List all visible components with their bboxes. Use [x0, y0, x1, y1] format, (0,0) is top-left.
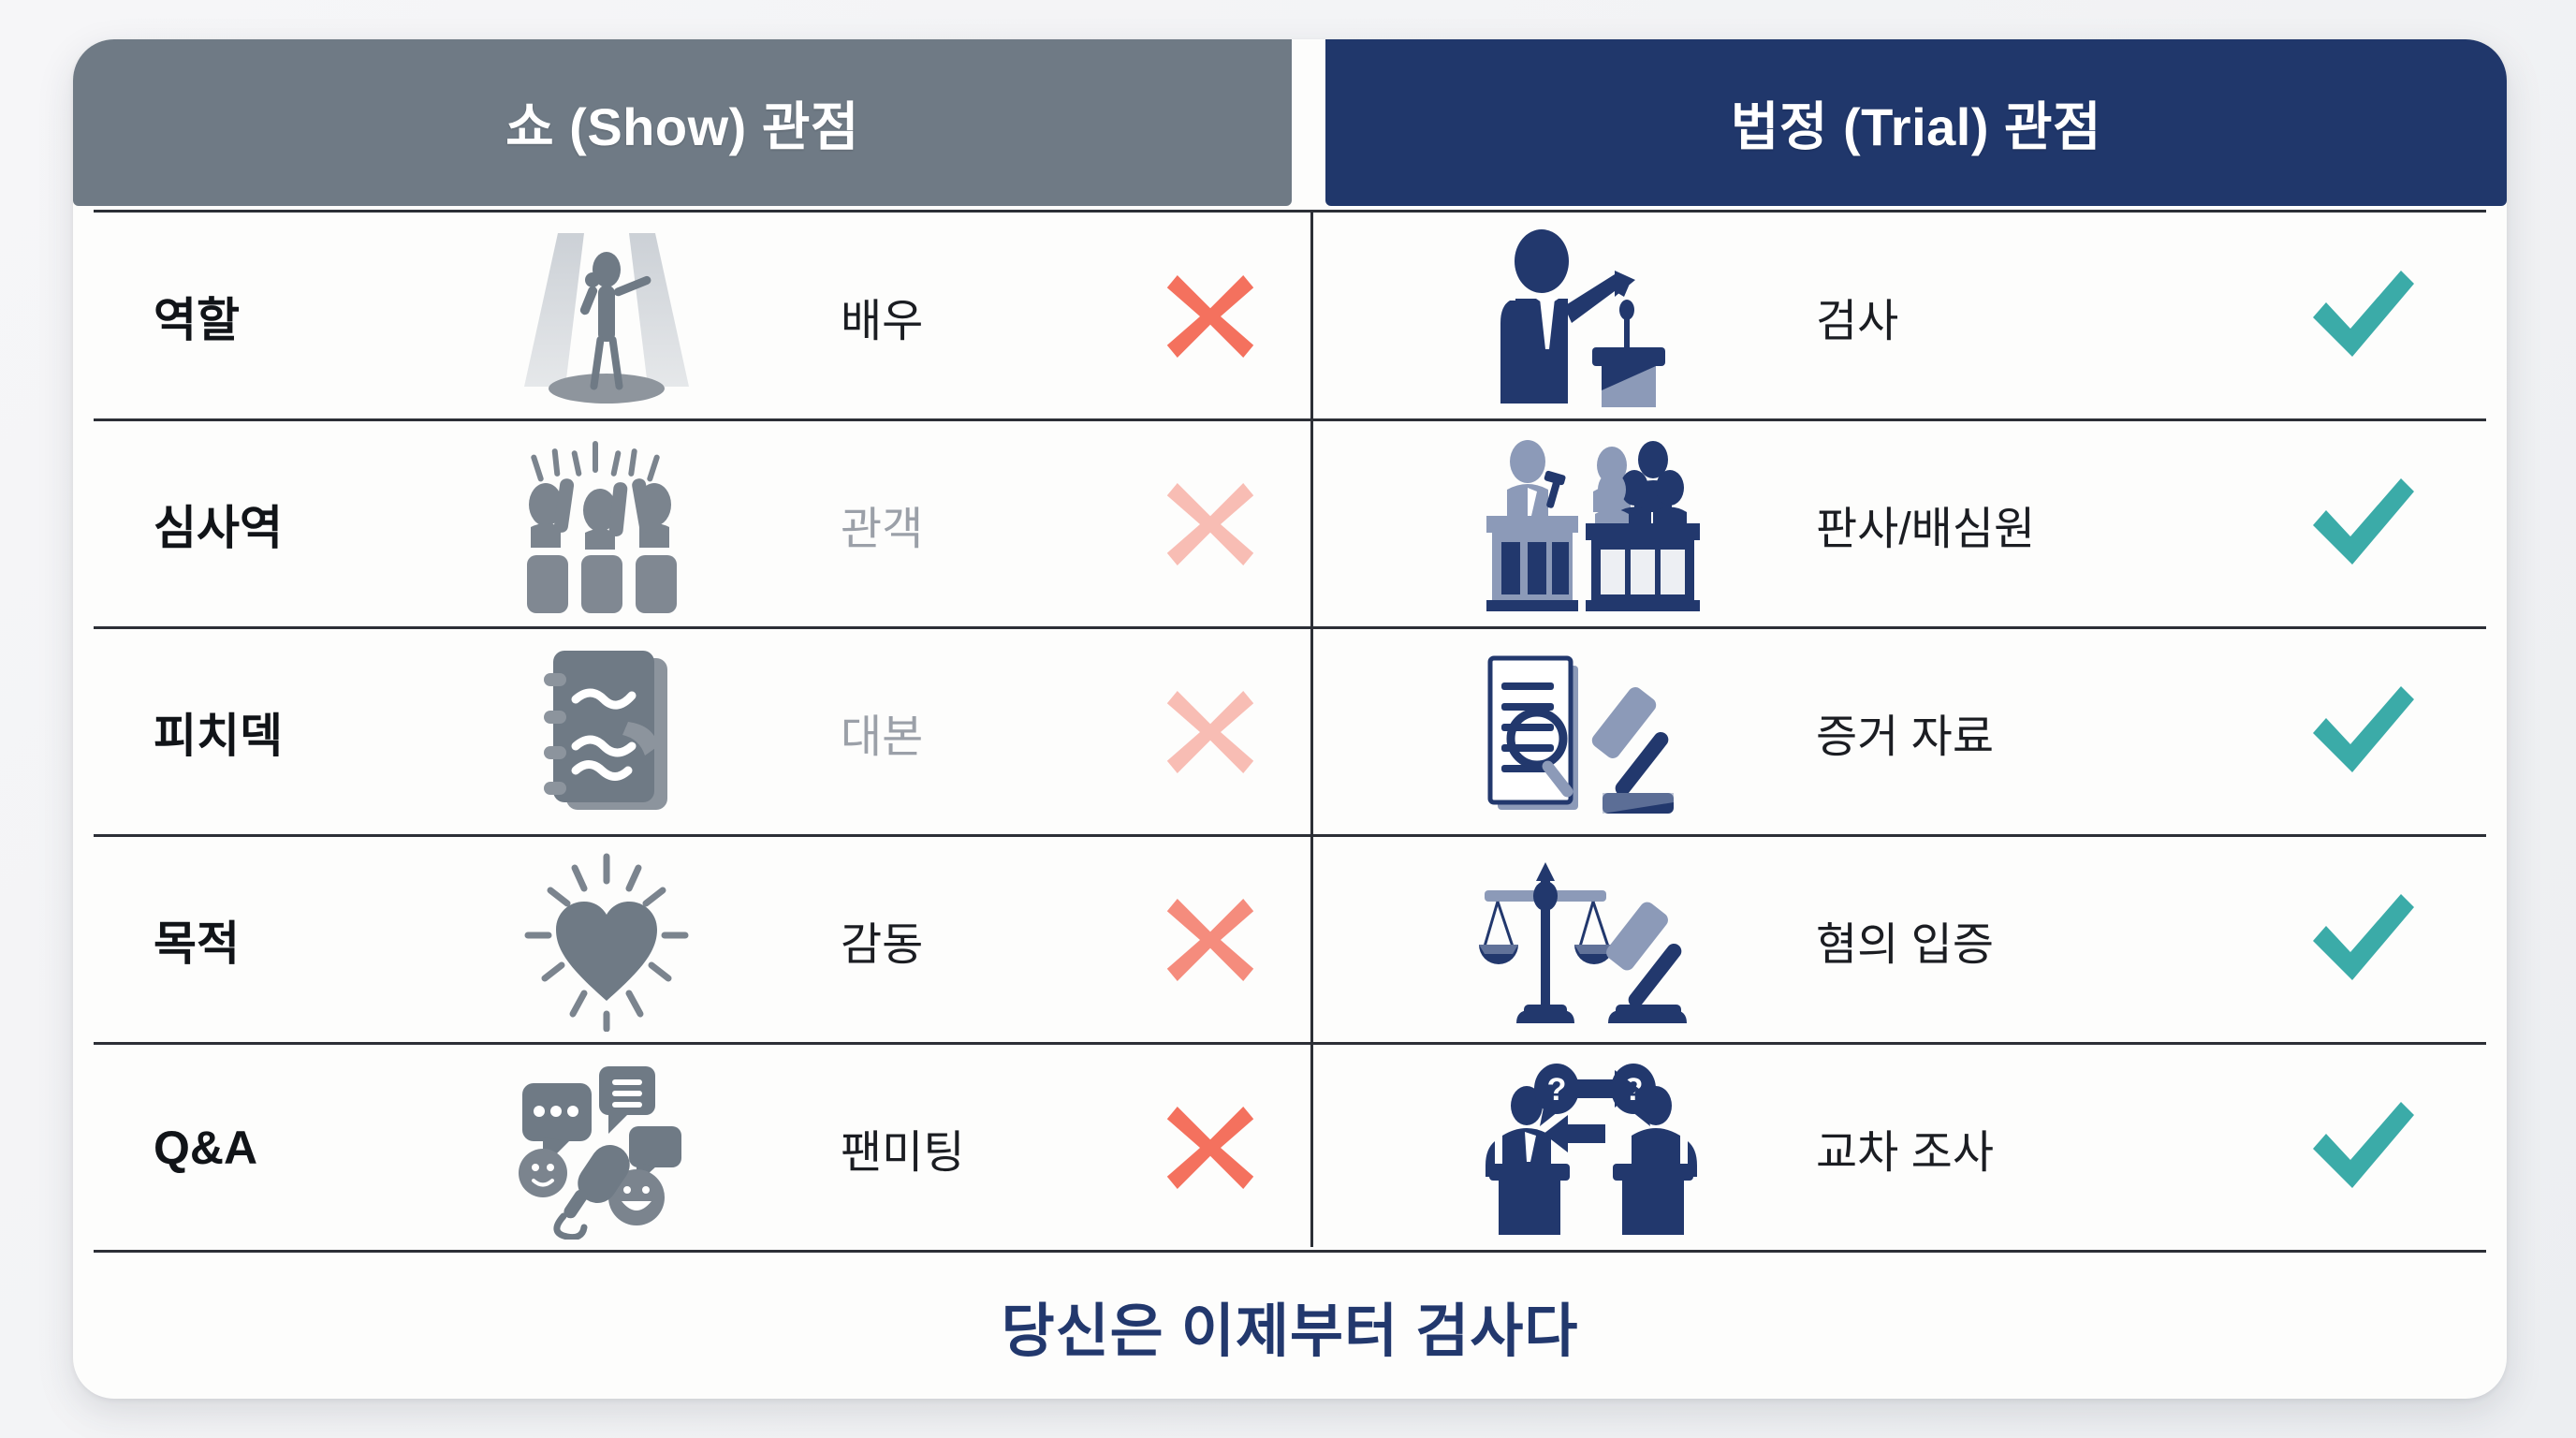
row-value: 혐의 입증 — [1816, 920, 1994, 970]
row-value-cell: 감동 — [841, 836, 1149, 1044]
cross-examination-podiums-icon: ? ? — [1423, 1044, 1760, 1252]
svg-text:?: ? — [1547, 1072, 1567, 1108]
row-divider — [94, 834, 2486, 837]
column-header-trial-label: 법정 (Trial) 관점 — [1730, 96, 2102, 156]
check-icon — [2275, 1044, 2452, 1252]
microphone-chat-icon — [466, 1044, 747, 1252]
table-row: 심사역 — [73, 420, 2507, 628]
row-value-cell: 교차 조사 — [1816, 1044, 2228, 1252]
vertical-column-divider — [1310, 210, 1313, 1247]
row-value: 교차 조사 — [1816, 1128, 1994, 1178]
row-term: 목적 — [154, 917, 240, 970]
table-row: 피치덱 — [73, 628, 2507, 836]
row-trial-side: ? ? 교차 조사 — [1310, 1044, 2507, 1252]
row-divider — [94, 1042, 2486, 1045]
script-notebook-icon — [466, 628, 747, 836]
row-show-side: 역할 — [73, 213, 1310, 420]
row-value: 감동 — [841, 920, 924, 970]
row-term-cell: 역할 — [154, 213, 416, 420]
row-term-cell: 목적 — [154, 836, 416, 1044]
row-term: 피치덱 — [154, 710, 283, 762]
row-term-cell: 심사역 — [154, 420, 416, 628]
row-trial-side: 검사 — [1310, 213, 2507, 420]
table-row: Q&A — [73, 1044, 2507, 1252]
prosecutor-pointing-icon — [1423, 213, 1760, 420]
column-headers: 쇼 (Show) 관점 법정 (Trial) 관점 — [73, 39, 2507, 206]
row-term: Q&A — [154, 1122, 258, 1174]
scales-gavel-icon — [1423, 836, 1760, 1044]
row-value-cell: 배우 — [841, 213, 1149, 420]
check-icon — [2275, 420, 2452, 628]
row-trial-side: 증거 자료 — [1310, 628, 2507, 836]
footer-text: 당신은 이제부터 검사다 — [1001, 1299, 1579, 1364]
row-show-side: 목적 — [73, 836, 1310, 1044]
check-icon — [2275, 213, 2452, 420]
cross-icon — [1131, 836, 1290, 1044]
check-icon — [2275, 628, 2452, 836]
row-show-side: 피치덱 — [73, 628, 1310, 836]
row-value-cell: 혐의 입증 — [1816, 836, 2228, 1044]
footer-divider — [94, 1250, 2486, 1253]
row-divider — [94, 418, 2486, 421]
footer-banner: 당신은 이제부터 검사다 — [73, 1253, 2507, 1399]
cross-icon — [1131, 420, 1290, 628]
row-value: 증거 자료 — [1816, 712, 1994, 762]
cheering-audience-icon — [466, 420, 747, 628]
check-icon — [2275, 836, 2452, 1044]
row-value: 팬미팅 — [841, 1128, 965, 1178]
row-value: 관객 — [841, 505, 924, 554]
cross-icon — [1131, 628, 1290, 836]
row-divider — [94, 626, 2486, 629]
row-value: 대본 — [841, 712, 924, 762]
table-row: 목적 — [73, 836, 2507, 1044]
comparison-card: 쇼 (Show) 관점 법정 (Trial) 관점 역할 — [73, 39, 2507, 1399]
column-header-show: 쇼 (Show) 관점 — [73, 39, 1292, 206]
row-value-cell: 팬미팅 — [841, 1044, 1149, 1252]
evidence-documents-gavel-icon — [1423, 628, 1760, 836]
spotlight-performer-icon — [466, 213, 747, 420]
row-value: 배우 — [841, 297, 924, 346]
row-value-cell: 판사/배심원 — [1816, 420, 2228, 628]
row-value-cell: 검사 — [1816, 213, 2228, 420]
row-value: 판사/배심원 — [1816, 505, 2036, 554]
row-term: 역할 — [154, 294, 240, 346]
row-value-cell: 증거 자료 — [1816, 628, 2228, 836]
table-row: 역할 — [73, 213, 2507, 420]
shining-heart-icon — [466, 836, 747, 1044]
row-value: 검사 — [1816, 297, 1899, 346]
judge-jury-bench-icon — [1423, 420, 1760, 628]
row-trial-side: 혐의 입증 — [1310, 836, 2507, 1044]
row-term-cell: Q&A — [154, 1044, 416, 1252]
row-value-cell: 대본 — [841, 628, 1149, 836]
row-term-cell: 피치덱 — [154, 628, 416, 836]
cross-icon — [1131, 1044, 1290, 1252]
column-header-show-label: 쇼 (Show) 관점 — [505, 96, 859, 156]
column-header-trial: 법정 (Trial) 관점 — [1325, 39, 2507, 206]
header-divider — [94, 210, 2486, 213]
row-value-cell: 관객 — [841, 420, 1149, 628]
row-term: 심사역 — [154, 502, 283, 554]
row-show-side: 심사역 — [73, 420, 1310, 628]
cross-icon — [1131, 213, 1290, 420]
row-trial-side: 판사/배심원 — [1310, 420, 2507, 628]
row-show-side: Q&A — [73, 1044, 1310, 1252]
